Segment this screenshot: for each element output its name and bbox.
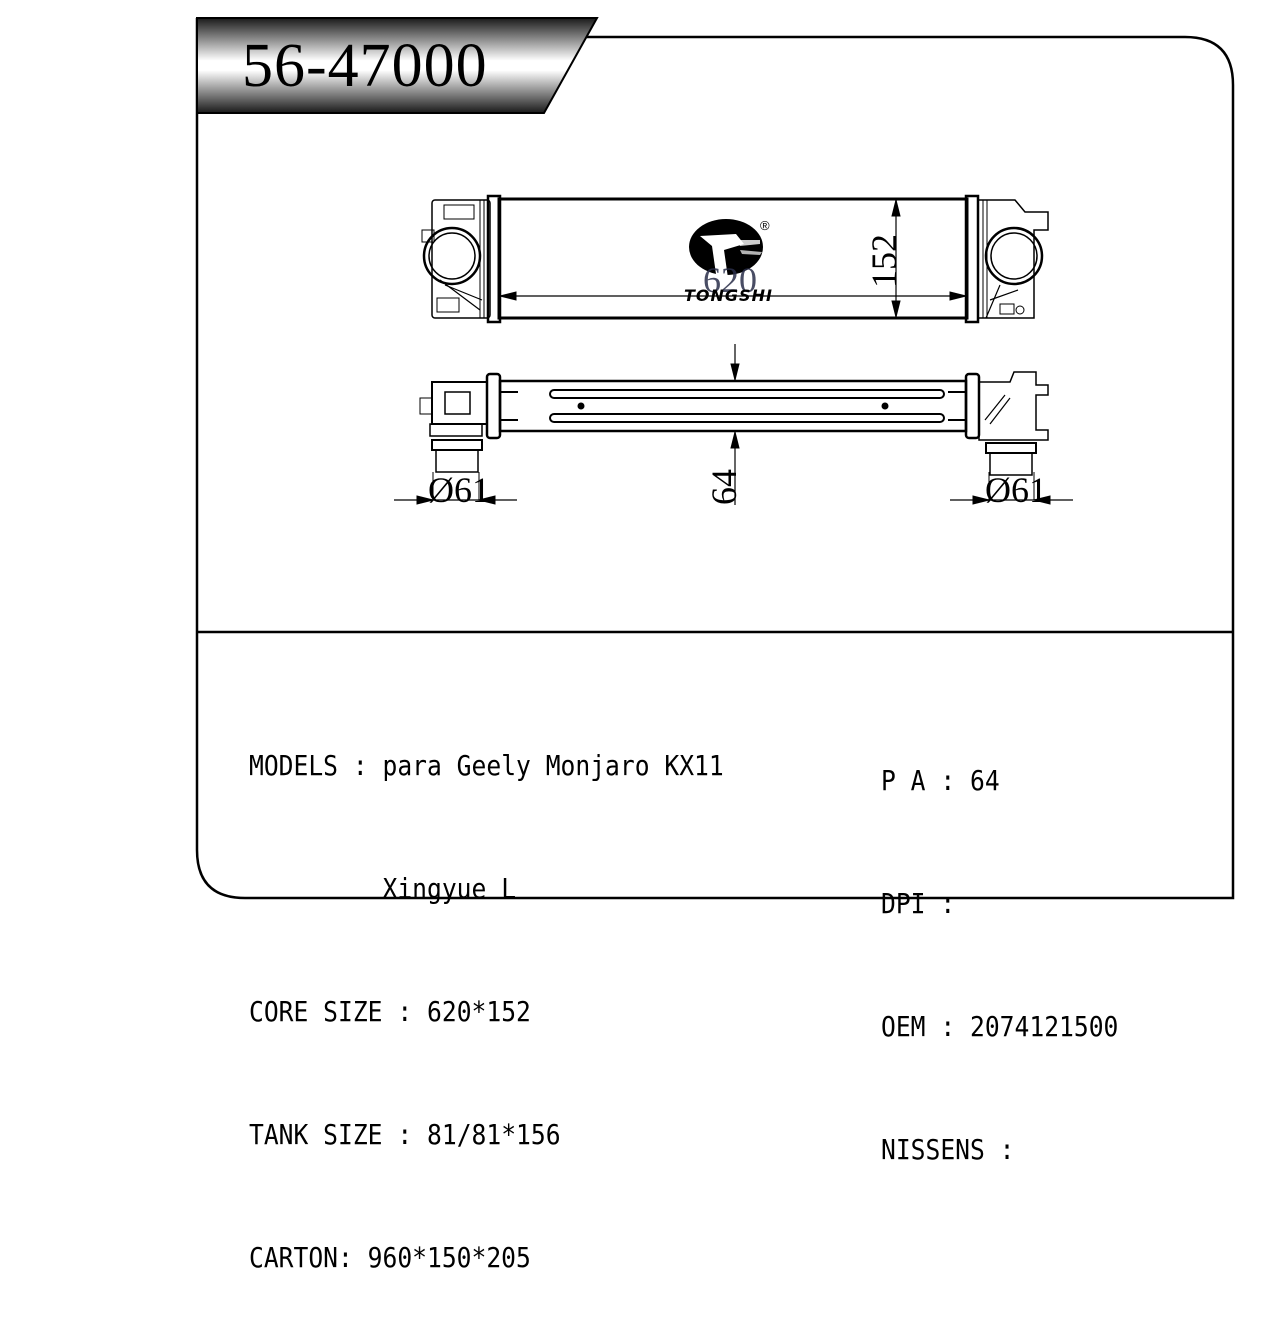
spec-nissens: NISSENS : — [881, 1133, 1030, 1166]
spec-models-cont: Xingyue L — [382, 872, 517, 905]
side-view-drawing — [394, 344, 1073, 505]
sheet-border — [195, 18, 1235, 900]
drawing-sheet — [195, 17, 1235, 900]
spec-oem: OEM : 2074121500 — [881, 1010, 1119, 1043]
specs-left-block: MODELS : para Geely Monjaro KX11 Xingyue… — [249, 663, 724, 1319]
registered-mark: ® — [760, 218, 770, 233]
dimension-core-thickness: 64 — [704, 469, 744, 505]
dimension-core-length: 620 — [703, 260, 757, 300]
spec-models: MODELS : para Geely Monjaro KX11 — [249, 749, 724, 782]
spec-dpi: DPI : — [881, 887, 971, 920]
part-number-title: 56-47000 — [242, 32, 488, 100]
dimension-inlet-diameter: Ø61 — [428, 470, 490, 510]
dimension-outlet-diameter: Ø61 — [985, 470, 1047, 510]
brand-name: TONGSHI — [684, 286, 773, 305]
dimension-core-height: 152 — [864, 234, 904, 288]
tongshi-logo-icon — [689, 219, 763, 278]
front-view-drawing — [421, 194, 1049, 324]
title-banner — [196, 17, 599, 114]
spec-core-size: CORE SIZE : 620*152 — [249, 995, 531, 1028]
spec-carton: CARTON: 960*150*205 — [249, 1241, 531, 1274]
specs-right-block: P A : 64 DPI : OEM : 2074121500 NISSENS … — [881, 678, 1118, 1211]
spec-pa: P A : 64 — [881, 764, 1000, 797]
spec-tank-size: TANK SIZE : 81/81*156 — [249, 1118, 561, 1151]
